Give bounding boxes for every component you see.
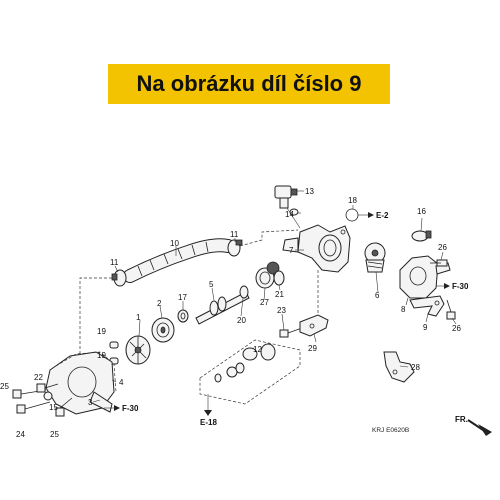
label-part-15: 15 [49,403,58,412]
water-hose-part [123,238,235,283]
hose-clamp-11b-part [227,239,243,257]
label-part-26b: 26 [452,324,461,333]
diagram-code: KRJ E0620B [372,427,409,434]
label-part-7: 7 [289,246,294,255]
label-part-2: 2 [157,299,162,308]
arrow-f30b [104,405,120,411]
label-part-18: 18 [348,196,357,205]
hose-clamp-16-part [411,230,432,242]
label-part-1: 1 [136,313,141,322]
leader-lines [92,190,457,403]
pump-connection-line [79,277,112,372]
assembly-12-group [199,339,301,410]
label-part-25a: 25 [0,382,9,391]
arrow-e18 [204,410,212,416]
label-part-26a: 26 [438,243,447,252]
label-part-14: 14 [285,210,294,219]
label-part-5: 5 [209,280,214,289]
label-part-13: 13 [305,187,314,196]
label-part-6: 6 [375,291,380,300]
label-part-17: 17 [178,293,187,302]
seal-21-part [273,270,285,286]
washer-20-part [239,285,249,299]
label-part-19a: 19 [97,327,106,336]
mechanical-seal-part [151,317,175,343]
label-part-3: 3 [88,398,93,407]
pin-17-part [177,309,189,323]
bolt-26-part [430,259,448,267]
banner-text: Na obrázku díl číslo 9 [136,71,362,96]
label-part-11b: 11 [230,230,239,239]
label-part-10: 10 [170,239,179,248]
bracket-plate-29-part [299,314,329,337]
label-part-27: 27 [260,298,269,307]
ref-e2: E-2 [376,211,389,220]
bracket-28-part [383,351,415,383]
arrow-f30a [436,283,450,289]
dowel-pin-19a-part [109,341,119,349]
part-number-banner: Na obrázku díl číslo 9 [108,64,390,104]
label-part-21: 21 [275,290,284,299]
front-label: FR. [455,415,468,424]
label-part-4: 4 [119,378,124,387]
impeller-part [125,335,151,365]
bolt-24-part [16,401,51,414]
label-part-25b: 25 [50,430,59,439]
bolt-25b-part [55,397,73,417]
hose-connection-line [239,229,299,247]
part-labels: 1 2 3 4 5 6 7 8 9 10 11 11 12 13 14 15 1… [0,187,461,439]
label-part-19b: 19 [97,351,106,360]
label-part-23: 23 [277,306,286,315]
washer-15-part [43,391,53,401]
arrow-e2 [358,212,374,218]
bolt-22-part [36,383,59,393]
water-pump-shaft-part [195,291,250,325]
ref-f30a: F-30 [452,282,469,291]
temperature-sensor-part [274,185,301,229]
label-part-9: 9 [423,323,428,332]
hose-clamp-11a-part [111,269,127,287]
label-part-8: 8 [401,305,406,314]
label-part-28: 28 [411,363,420,372]
front-direction-arrow [467,419,492,436]
label-part-24: 24 [16,430,25,439]
label-part-22: 22 [34,373,43,382]
label-part-16: 16 [417,207,426,216]
o-ring-part [345,208,359,222]
bracket-part-9 [409,295,445,317]
ref-f30b: F-30 [122,404,139,413]
thermostat-housing-part [282,224,351,273]
ref-e18: E-18 [200,418,217,427]
label-part-12: 12 [253,345,262,354]
water-pump-cover-part [45,351,117,415]
label-part-29: 29 [308,344,317,353]
bolt-26b-part [446,299,456,320]
bolt-23-part [279,327,303,338]
thermostat-part [364,242,386,273]
label-part-20: 20 [237,316,246,325]
label-part-11a: 11 [110,258,119,267]
